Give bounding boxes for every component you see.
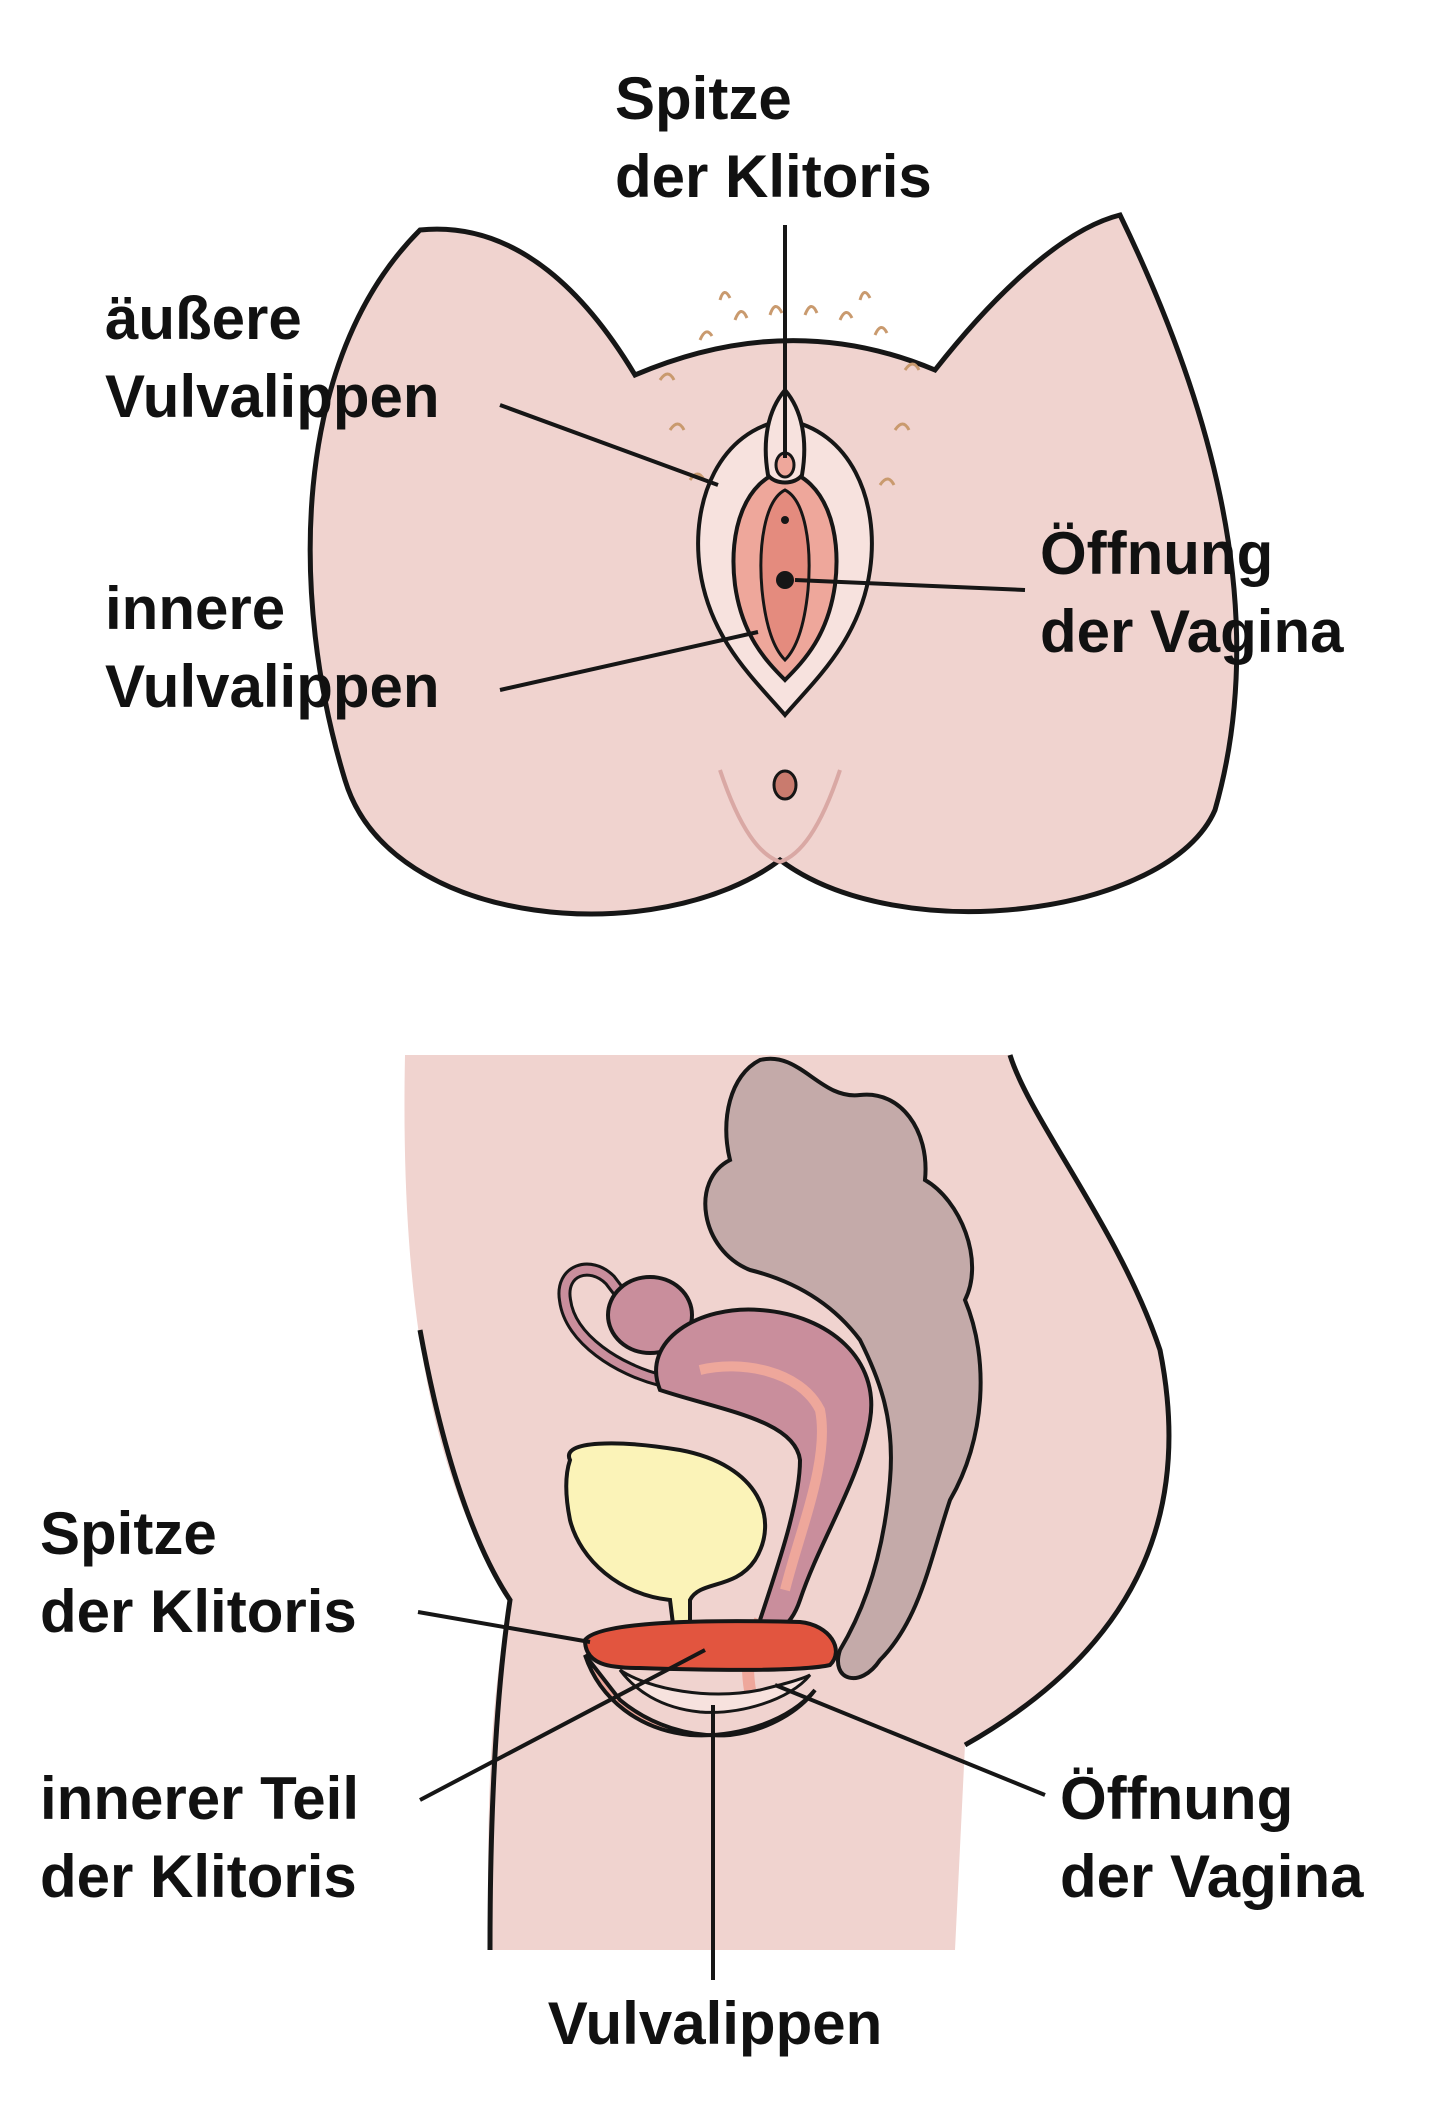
torso-shape xyxy=(404,1055,1170,1950)
label-bottom-inner-clitoris-line1: innerer Teil xyxy=(40,1765,359,1832)
label-top-inner-labia: innere Vulvalippen xyxy=(105,570,440,726)
label-top-vagina-opening-line1: Öffnung xyxy=(1040,520,1274,587)
label-top-clitoris-tip-line2: der Klitoris xyxy=(615,143,932,210)
bladder-shape xyxy=(564,1441,768,1642)
uterus-shape xyxy=(654,1307,874,1633)
label-bottom-inner-clitoris: innerer Teil der Klitoris xyxy=(40,1760,359,1916)
pubic-hair xyxy=(658,291,921,486)
label-top-clitoris-tip: Spitze der Klitoris xyxy=(615,60,932,216)
sagittal-view xyxy=(404,1054,1172,1951)
frontal-view xyxy=(307,212,1240,917)
uterus-cavity xyxy=(698,1361,827,1592)
vulva-inner xyxy=(618,1668,812,1714)
gluteal-shadow xyxy=(718,769,842,865)
label-bottom-labia: Vulvalippen xyxy=(547,1990,883,2057)
vulva-shape xyxy=(583,1653,817,1738)
label-bottom-clitoris-tip-line2: der Klitoris xyxy=(40,1578,357,1645)
label-bottom-inner-clitoris-line2: der Klitoris xyxy=(40,1843,357,1910)
label-bottom-vagina-opening-line2: der Vagina xyxy=(1060,1843,1364,1910)
label-top-outer-labia: äußere Vulvalippen xyxy=(105,280,440,436)
front-outline xyxy=(417,1329,513,1951)
label-top-vagina-opening-line2: der Vagina xyxy=(1040,598,1344,665)
ovary xyxy=(606,1275,694,1355)
clitoris-body xyxy=(582,1619,838,1672)
back-outline xyxy=(963,1054,1172,1748)
bowel-shape xyxy=(703,1056,983,1681)
label-top-outer-labia-line1: äußere xyxy=(105,285,302,352)
urethral-opening xyxy=(781,516,789,524)
label-bottom-clitoris-tip: Spitze der Klitoris xyxy=(40,1495,357,1651)
label-top-vagina-opening: Öffnung der Vagina xyxy=(1040,515,1343,671)
top-leader-lines xyxy=(499,225,1026,692)
anus xyxy=(772,769,798,801)
label-bottom-vagina-opening: Öffnung der Vagina xyxy=(1060,1760,1363,1916)
label-bottom-clitoris-tip-line1: Spitze xyxy=(40,1500,217,1567)
label-bottom-vagina-opening-line1: Öffnung xyxy=(1060,1765,1294,1832)
label-top-inner-labia-line2: Vulvalippen xyxy=(105,653,440,720)
label-top-inner-labia-line1: innere xyxy=(105,575,286,642)
label-top-clitoris-tip-line1: Spitze xyxy=(615,65,792,132)
vaginal-opening-dot xyxy=(776,571,794,589)
label-top-outer-labia-line2: Vulvalippen xyxy=(105,363,440,430)
bottom-leader-lines xyxy=(417,1610,1046,1980)
